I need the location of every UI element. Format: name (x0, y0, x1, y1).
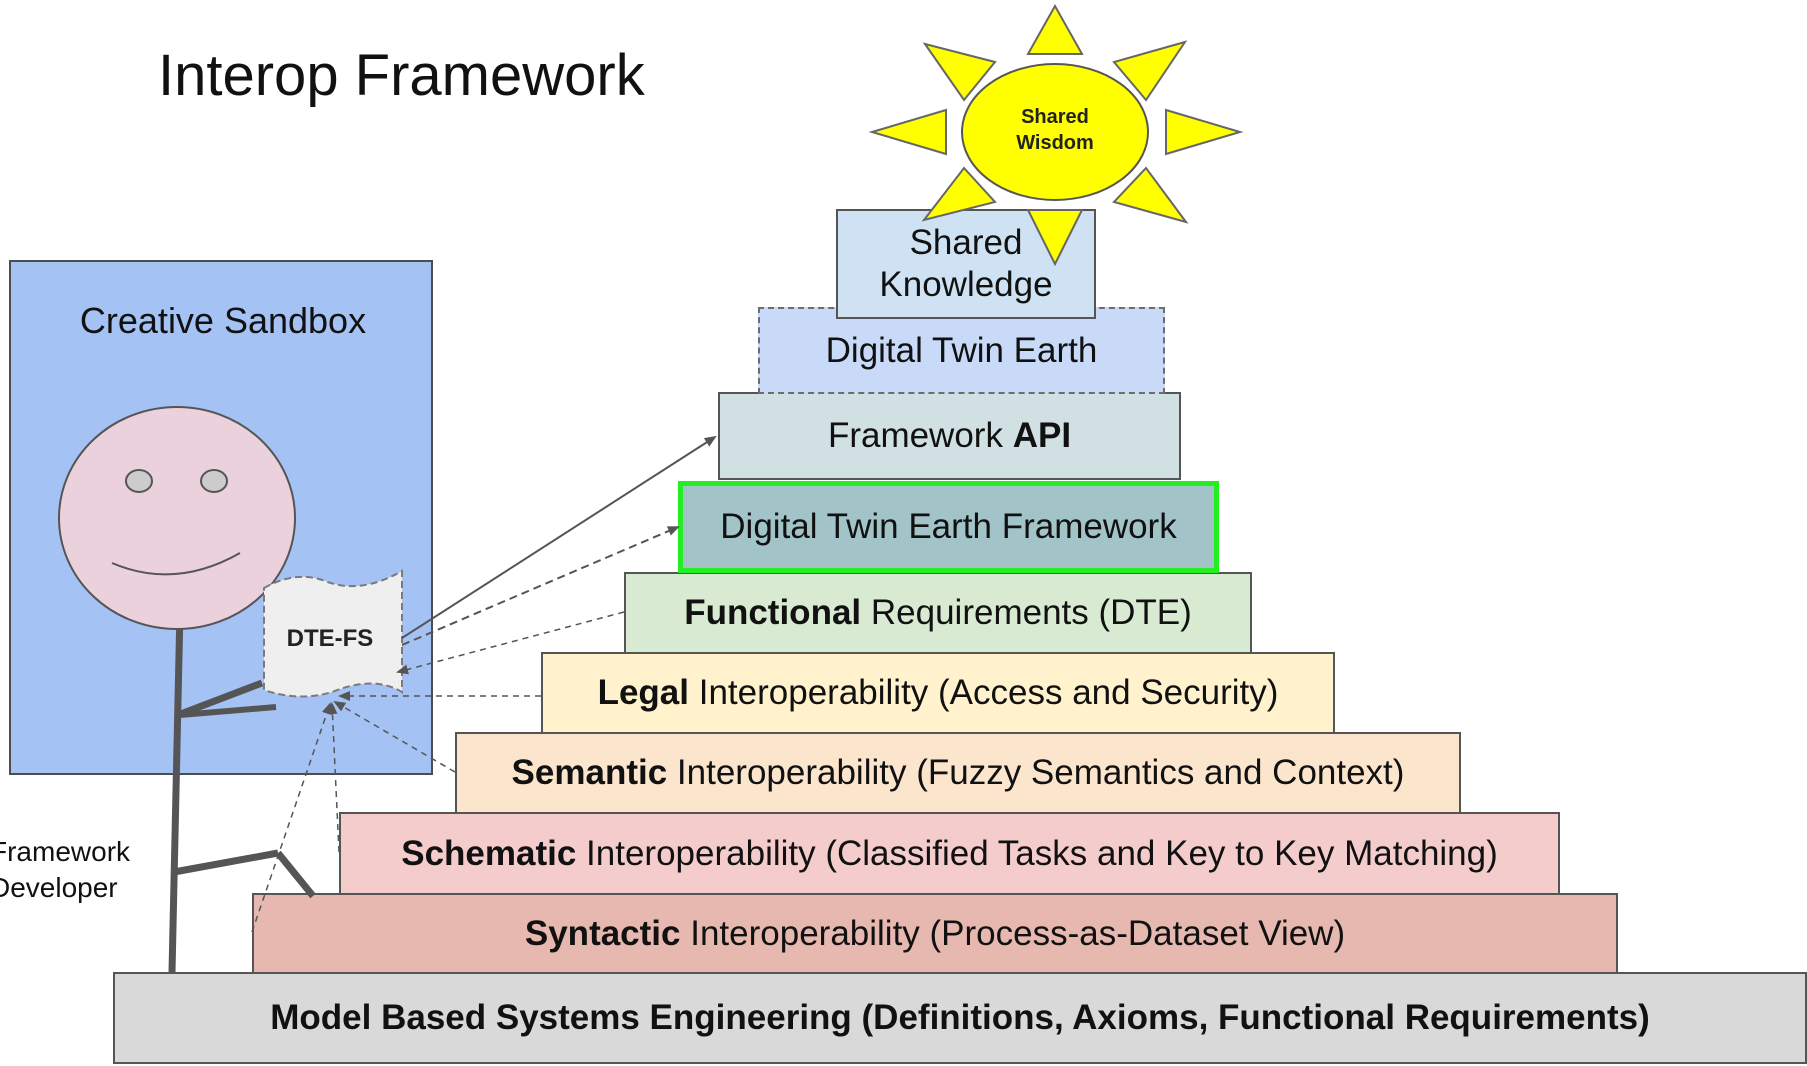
tier-shared-knowledge-line1: Shared (909, 223, 1023, 262)
arrow-to-framework-api (401, 435, 717, 639)
page-title: Interop Framework (158, 43, 645, 108)
tier-legal-text: Interoperability (Access and Security) (698, 673, 1279, 712)
face-head (58, 406, 296, 630)
tier-dte-framework-label: Digital Twin Earth Framework (720, 507, 1177, 546)
arrow-from-syntactic (251, 702, 332, 933)
tier-digital-twin-earth: Digital Twin Earth (758, 307, 1165, 394)
tier-digital-twin-earth-label: Digital Twin Earth (825, 330, 1098, 370)
face-left-eye (125, 469, 153, 493)
sun-ray-bottom (1026, 209, 1084, 267)
sun-label-line2: Wisdom (1016, 132, 1094, 154)
sun-ray-right (1165, 108, 1244, 156)
tier-semantic: Semantic Interoperability (Fuzzy Semanti… (455, 732, 1461, 814)
tier-framework-api: Framework API (718, 392, 1181, 480)
framework-developer-label: Framework Developer (0, 834, 130, 906)
arrow-from-functional (396, 611, 625, 675)
sun-ray-left (868, 108, 947, 156)
tier-syntactic-bold: Syntactic (524, 913, 681, 953)
developer-label-line2: Developer (0, 872, 118, 903)
sun-label-line1: Shared (1021, 106, 1089, 128)
tier-framework-api-bold: API (1012, 416, 1072, 455)
sun-ray-top (1026, 3, 1084, 55)
tier-functional-text: Requirements (DTE) (870, 593, 1192, 632)
dte-fs-document-icon (263, 569, 403, 698)
stick-figure (168, 609, 316, 973)
arrow-from-schematic (327, 702, 340, 853)
developer-label-line1: Framework (0, 836, 131, 867)
sun-ray-top-left (922, 42, 997, 102)
tier-dte-framework: Digital Twin Earth Framework (678, 481, 1219, 573)
figure-spine (168, 609, 184, 973)
tier-shared-knowledge: Shared Knowledge (836, 209, 1096, 319)
tier-schematic: Schematic Interoperability (Classified T… (339, 812, 1560, 895)
sun-disc (961, 63, 1149, 201)
face-smile (111, 552, 241, 576)
tier-framework-api-text: Framework (827, 416, 1003, 455)
tier-schematic-text: Interoperability (Classified Tasks and K… (586, 833, 1498, 873)
tier-legal-bold: Legal (597, 673, 689, 712)
sun-ray-bottom-right (1112, 166, 1189, 224)
figure-lower-hand (275, 850, 316, 899)
sun-ray-top-right (1112, 40, 1188, 102)
figure-lower-arm (173, 849, 279, 876)
sun-label: Shared Wisdom (962, 104, 1148, 156)
sun-icon (868, 3, 1244, 267)
tier-functional-bold: Functional (684, 593, 862, 632)
arrow-to-dte-framework (401, 526, 680, 646)
tier-schematic-bold: Schematic (401, 833, 577, 873)
dte-fs-label: DTE-FS (286, 625, 374, 652)
tier-semantic-text: Interoperability (Fuzzy Semantics and Co… (676, 753, 1405, 792)
tier-mbse-label: Model Based Systems Engineering (Definit… (270, 998, 1650, 1037)
tier-syntactic-text: Interoperability (Process-as-Dataset Vie… (690, 913, 1346, 953)
tier-functional: Functional Requirements (DTE) (624, 572, 1252, 654)
tier-legal: Legal Interoperability (Access and Secur… (541, 652, 1335, 734)
figure-upper-hand (179, 704, 277, 718)
face-right-eye (200, 469, 228, 493)
tier-syntactic: Syntactic Interoperability (Process-as-D… (252, 893, 1618, 974)
figure-upper-arm (176, 679, 264, 719)
face-icon (58, 406, 296, 630)
sun-ray-bottom-left (921, 166, 997, 222)
tier-semantic-bold: Semantic (511, 753, 668, 792)
sandbox-label: Creative Sandbox (79, 300, 367, 341)
tier-shared-knowledge-line2: Knowledge (879, 265, 1053, 304)
arrow-from-semantic (333, 700, 456, 773)
